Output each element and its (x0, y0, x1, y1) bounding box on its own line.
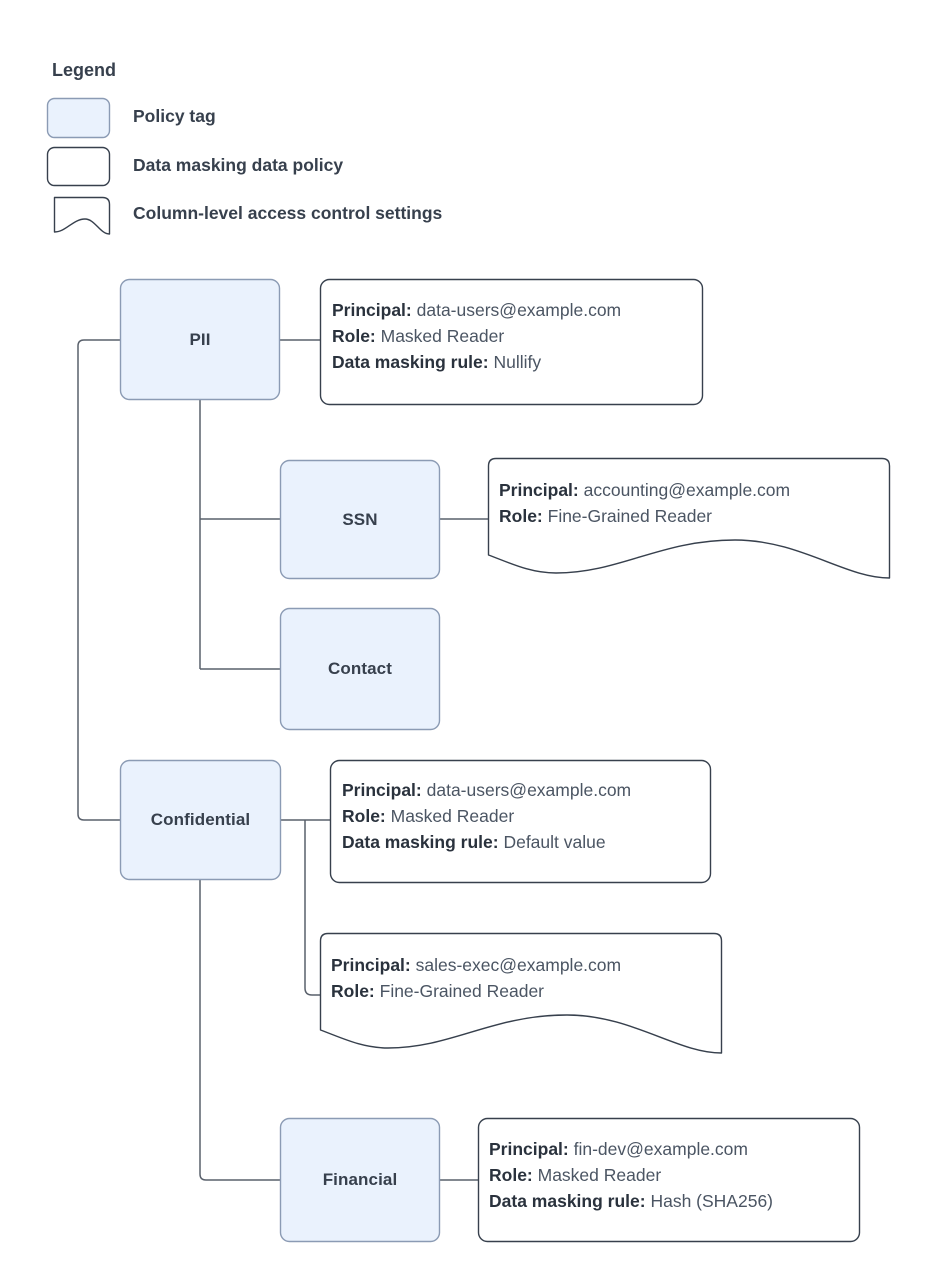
connector-pii-to-confidential-trunk (77, 339, 120, 821)
policy-key: Principal: (489, 1139, 569, 1159)
policy-text-confidential: Principal: data-users@example.com Role: … (342, 777, 631, 855)
policy-value: Default value (503, 832, 606, 852)
policy-value: Nullify (493, 352, 542, 372)
policy-line: Data masking rule: Default value (342, 829, 631, 855)
legend-title: Legend (52, 60, 117, 80)
policy-text-ssn-access: Principal: accounting@example.com Role: … (499, 477, 790, 529)
legend-swatch-data-masking-policy (46, 146, 111, 187)
policy-key: Role: (331, 981, 375, 1001)
node-label-contact: Contact (328, 659, 392, 678)
policy-value: data-users@example.com (416, 300, 622, 320)
policy-key: Role: (332, 326, 376, 346)
policy-line: Role: Masked Reader (489, 1162, 773, 1188)
policy-key: Data masking rule: (332, 352, 489, 372)
policy-value: Masked Reader (380, 326, 505, 346)
policy-value: Fine-Grained Reader (379, 981, 545, 1001)
node-confidential[interactable] (119, 759, 282, 881)
policy-line: Principal: sales-exec@example.com (331, 952, 621, 978)
policy-box-financial[interactable] (477, 1117, 861, 1243)
policy-text-confidential-access: Principal: sales-exec@example.com Role: … (331, 952, 621, 1004)
policy-key: Role: (489, 1165, 533, 1185)
node-financial[interactable] (279, 1117, 441, 1243)
policy-line: Principal: fin-dev@example.com (489, 1136, 773, 1162)
policy-key: Data masking rule: (342, 832, 499, 852)
policy-key: Principal: (332, 300, 412, 320)
policy-value: Hash (SHA256) (650, 1191, 774, 1211)
policy-line: Data masking rule: Nullify (332, 349, 621, 375)
policy-key: Principal: (342, 780, 422, 800)
node-label-pii: PII (189, 329, 211, 349)
policy-key: Data masking rule: (489, 1191, 646, 1211)
policy-value: accounting@example.com (583, 480, 791, 500)
legend-label-column-access-settings: Column-level access control settings (133, 203, 443, 223)
policy-box-confidential-access[interactable] (319, 932, 723, 1054)
policy-line: Principal: data-users@example.com (332, 297, 621, 323)
policy-key: Principal: (331, 955, 411, 975)
policy-value: fin-dev@example.com (573, 1139, 748, 1159)
policy-line: Role: Fine-Grained Reader (499, 503, 790, 529)
policy-box-confidential[interactable] (329, 759, 712, 884)
policy-value: Masked Reader (537, 1165, 662, 1185)
legend-swatch-policy-tag (46, 97, 111, 139)
connector-confidential-to-financial (199, 880, 280, 1181)
policy-text-financial: Principal: fin-dev@example.com Role: Mas… (489, 1136, 773, 1214)
policy-value: data-users@example.com (426, 780, 632, 800)
policy-key: Role: (499, 506, 543, 526)
connector-confidential-to-access-policy (304, 820, 320, 996)
legend-label-policy-tag: Policy tag (133, 106, 216, 126)
policy-value: sales-exec@example.com (415, 955, 622, 975)
node-contact[interactable] (279, 607, 441, 731)
policy-line: Role: Masked Reader (332, 323, 621, 349)
policy-value: Fine-Grained Reader (547, 506, 713, 526)
policy-text-pii: Principal: data-users@example.com Role: … (332, 297, 621, 375)
node-label-financial: Financial (322, 1170, 398, 1189)
policy-value: Masked Reader (390, 806, 515, 826)
policy-box-pii[interactable] (319, 278, 704, 406)
policy-line: Data masking rule: Hash (SHA256) (489, 1188, 773, 1214)
policy-key: Role: (342, 806, 386, 826)
node-label-confidential: Confidential (150, 810, 251, 829)
node-pii[interactable] (119, 278, 281, 401)
policy-box-ssn-access[interactable] (487, 457, 891, 579)
policy-line: Role: Fine-Grained Reader (331, 978, 621, 1004)
node-ssn[interactable] (279, 459, 441, 580)
legend-swatch-column-access-settings (53, 196, 111, 235)
policy-line: Role: Masked Reader (342, 803, 631, 829)
node-label-ssn: SSN (342, 509, 378, 529)
policy-line: Principal: accounting@example.com (499, 477, 790, 503)
policy-line: Principal: data-users@example.com (342, 777, 631, 803)
policy-key: Principal: (499, 480, 579, 500)
legend-label-data-masking-policy: Data masking data policy (133, 155, 344, 175)
